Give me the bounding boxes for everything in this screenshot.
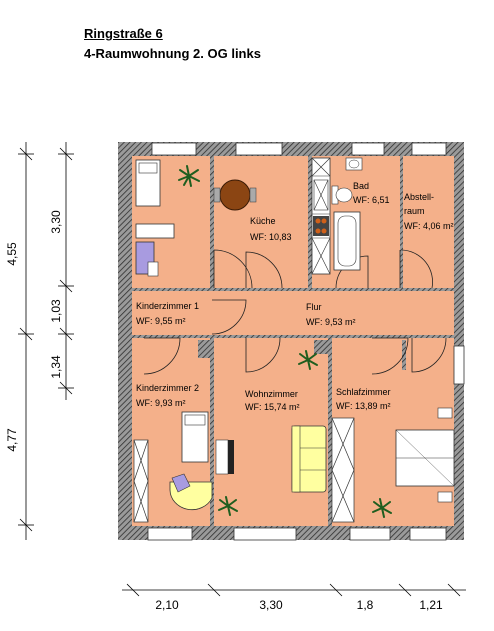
- sofa-icon: [291, 425, 327, 493]
- plant-icon: [178, 165, 200, 187]
- room-label-abstellraum-1: Abstell-: [404, 192, 434, 202]
- desk-2-icon: [169, 473, 213, 511]
- dim-left-outer-1: 4,55: [5, 242, 19, 266]
- dim-left-inner-2: 1,03: [49, 299, 63, 323]
- dim-bottom-4: 1,21: [419, 598, 443, 612]
- room-area-kinderzimmer-1: WF: 9,55 m²: [136, 316, 186, 326]
- dim-left-inner-3: 1,34: [49, 355, 63, 379]
- stove-icon: [313, 216, 329, 236]
- bed-2-icon: [181, 411, 209, 463]
- toilet-icon: [331, 185, 353, 205]
- room-area-wohnzimmer: WF: 15,74 m²: [245, 402, 300, 412]
- table-icon: [213, 179, 257, 211]
- wardrobe-2-icon: [133, 439, 149, 523]
- plan-subtitle: 4-Raumwohnung 2. OG links: [84, 46, 261, 61]
- dim-left-inner-1: 3,30: [49, 210, 63, 234]
- room-label-kinderzimmer-2: Kinderzimmer 2: [136, 383, 199, 393]
- doors: [143, 249, 447, 375]
- plan-title: Ringstraße 6: [84, 26, 163, 41]
- room-label-kinderzimmer-1: Kinderzimmer 1: [136, 301, 199, 311]
- counter-x: [311, 157, 331, 275]
- interior-walls: [132, 156, 454, 526]
- plant-icon: [218, 496, 238, 516]
- room-label-kueche: Küche: [250, 216, 276, 226]
- bed-icon: [135, 159, 161, 207]
- room-area-kueche: WF: 10,83: [250, 232, 292, 242]
- dimension-lines: [18, 142, 466, 597]
- windows: [147, 142, 465, 541]
- room-label-wohnzimmer: Wohnzimmer: [245, 389, 298, 399]
- chair-seat-icon: [147, 261, 159, 277]
- room-area-kinderzimmer-2: WF: 9,93 m²: [136, 398, 186, 408]
- room-area-bad: WF: 6,51: [353, 195, 390, 205]
- room-label-flur: Flur: [306, 302, 322, 312]
- room-label-schlafzimmer: Schlafzimmer: [336, 387, 391, 397]
- dim-bottom-3: 1,8: [357, 598, 374, 612]
- room-area-abstellraum: WF: 4,06 m²: [404, 221, 454, 231]
- dim-bottom-1: 2,10: [155, 598, 179, 612]
- tv-icon: [215, 439, 234, 475]
- sink-bath-icon: [345, 157, 363, 171]
- room-label-abstellraum-2: raum: [404, 206, 425, 216]
- room-label-bad: Bad: [353, 181, 369, 191]
- dim-bottom-2: 3,30: [259, 598, 283, 612]
- plant-icon: [298, 350, 318, 370]
- dim-left-outer-2: 4,77: [5, 428, 19, 452]
- room-area-flur: WF: 9,53 m²: [306, 317, 356, 327]
- room-area-schlafzimmer: WF: 13,89 m²: [336, 401, 391, 411]
- sink-icon: [313, 179, 329, 211]
- bathtub-icon: [333, 211, 361, 271]
- double-bed-icon: [395, 407, 455, 503]
- desk-icon: [135, 223, 175, 239]
- plant-icon: [372, 498, 392, 518]
- wardrobe-icon: [331, 417, 355, 523]
